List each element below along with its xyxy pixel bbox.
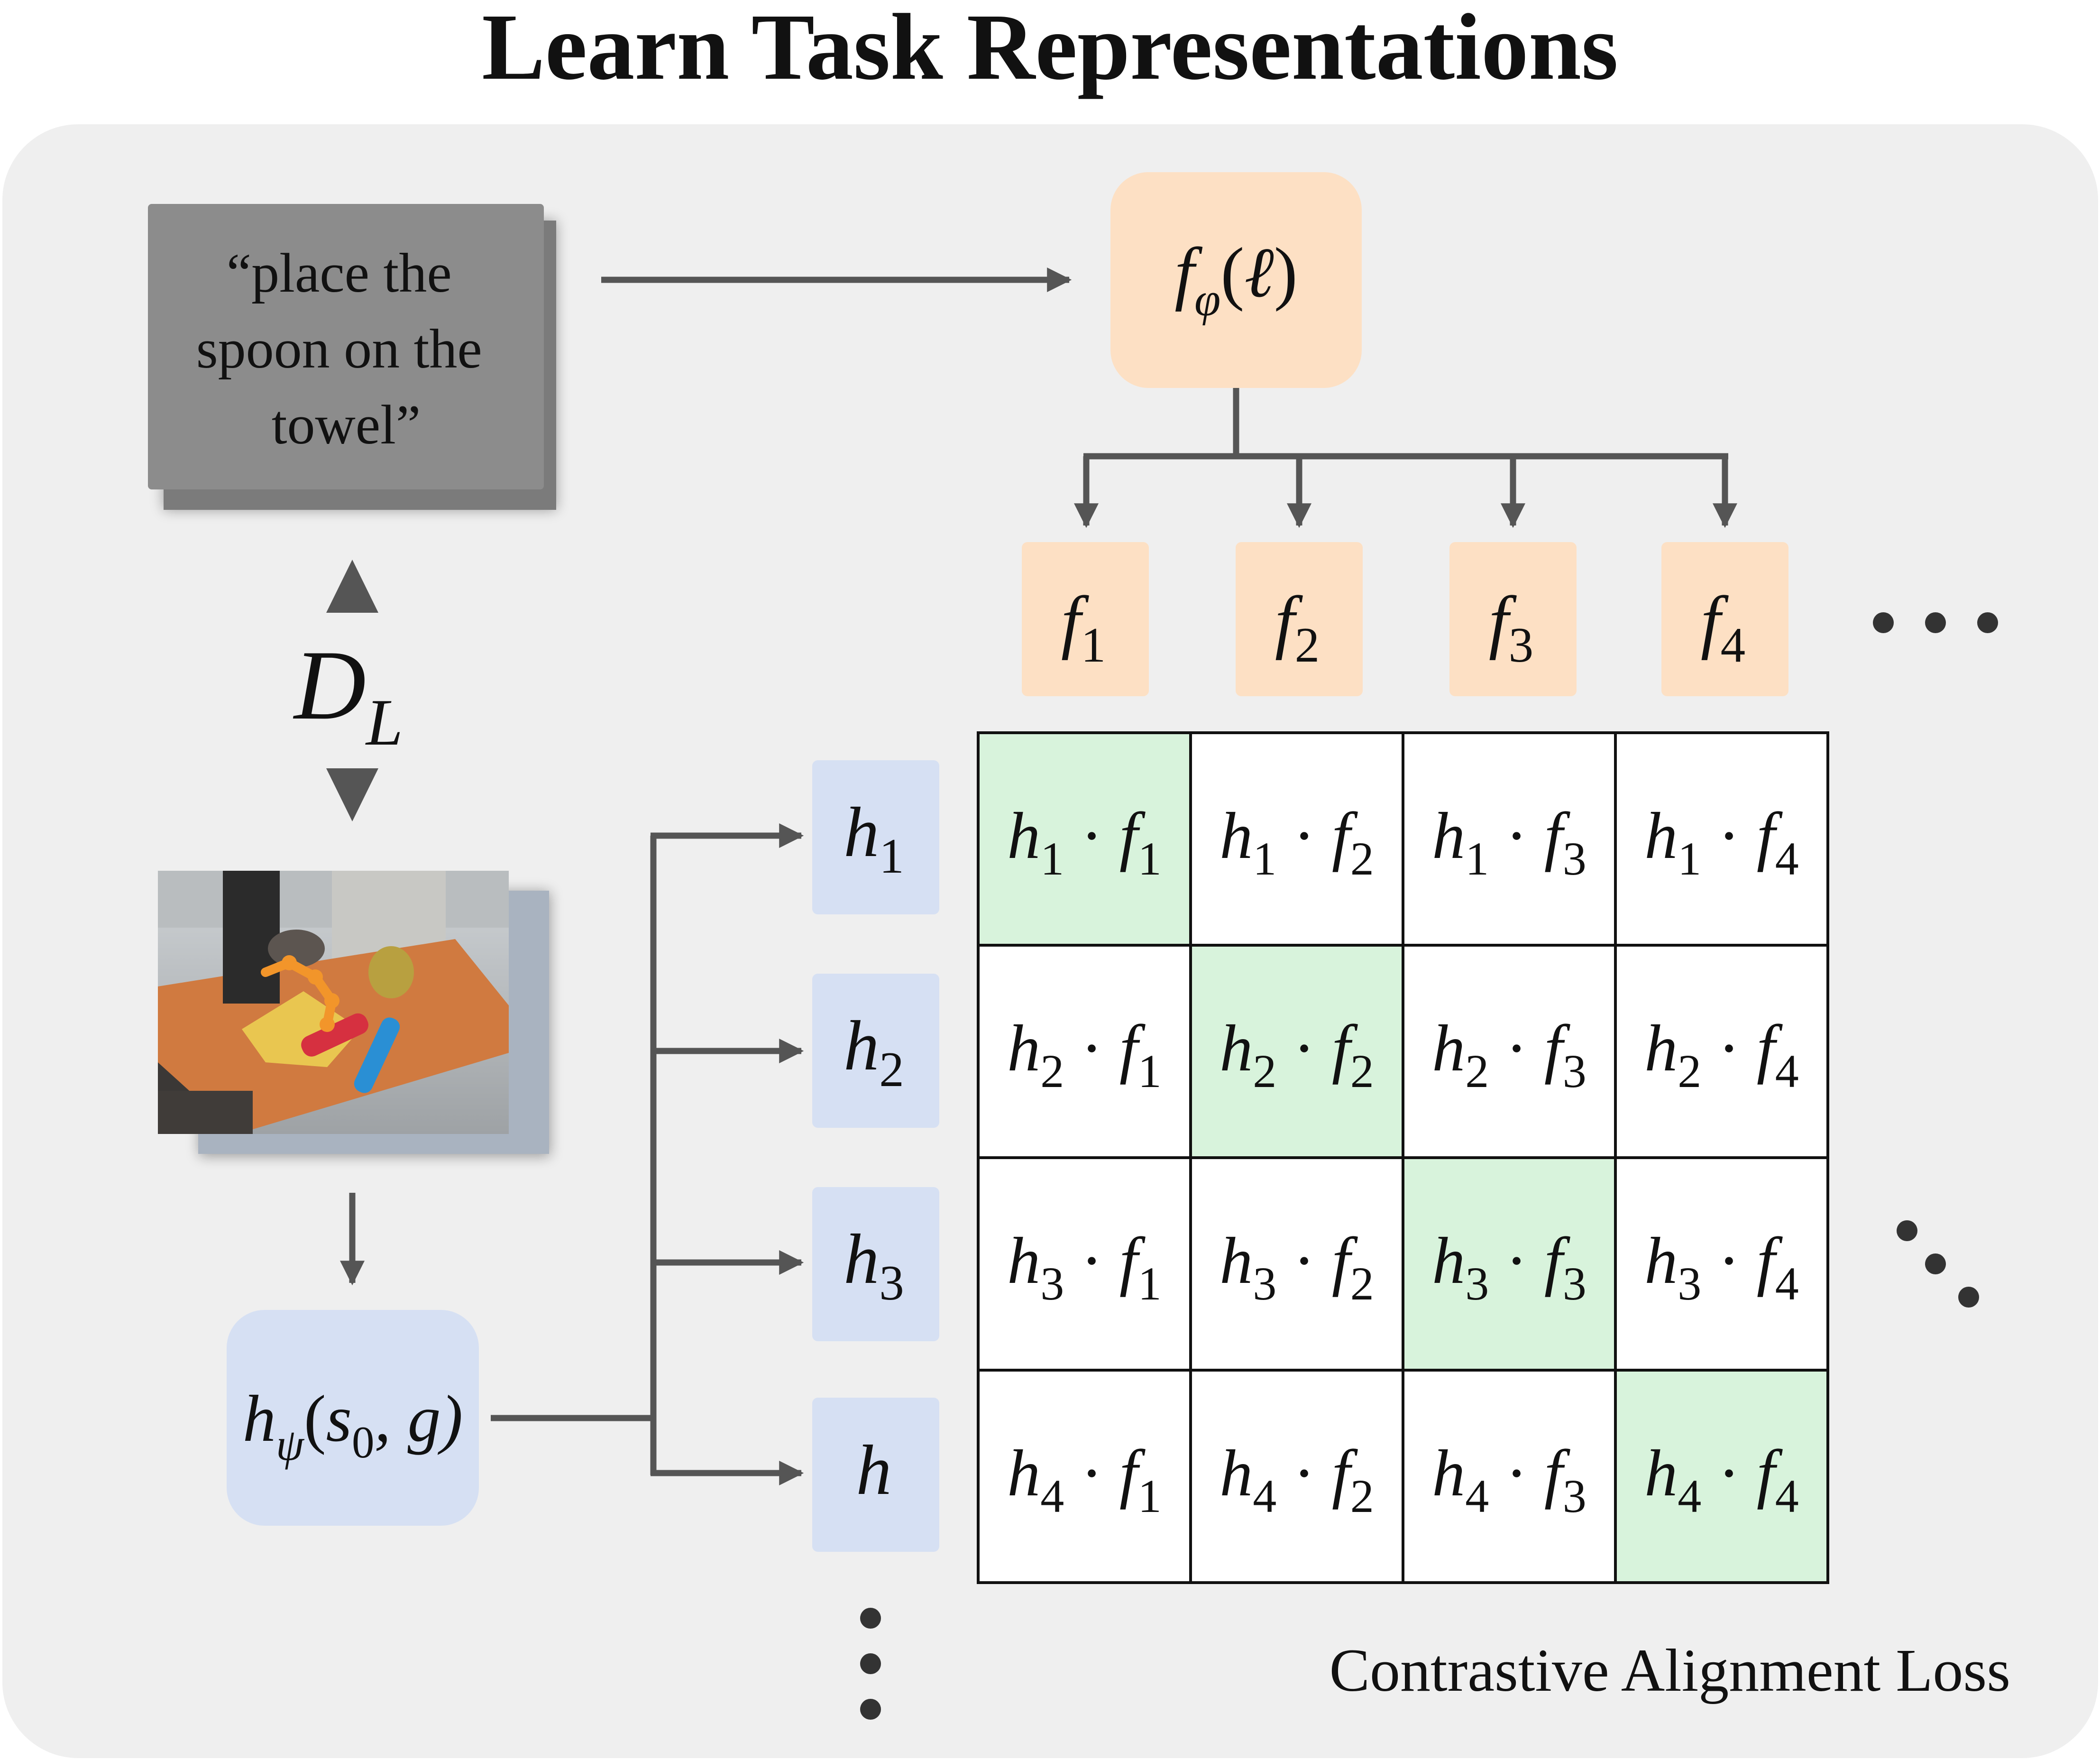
h-box-3: h3 bbox=[812, 1187, 939, 1341]
f-box-2: f2 bbox=[1236, 542, 1363, 696]
matrix-cell-label-3-1: h3 · f1 bbox=[1007, 1224, 1162, 1310]
svg-text:h: h bbox=[856, 1431, 892, 1510]
goal-encoder-func: h bbox=[243, 1382, 276, 1456]
matrix-cell-2-2: h2 · f2 bbox=[1189, 944, 1404, 1159]
matrix-cell-label-3-2: h3 · f2 bbox=[1220, 1224, 1374, 1310]
h-2-name: h bbox=[844, 1006, 879, 1085]
matrix-cell-4-4: h4 · f4 bbox=[1614, 1369, 1829, 1584]
f-3-sub: 3 bbox=[1509, 617, 1534, 673]
vertical-ellipsis bbox=[860, 1608, 881, 1720]
matrix-cell-4-3: h4 · f3 bbox=[1402, 1369, 1617, 1584]
f-4-sub: 4 bbox=[1721, 617, 1746, 673]
svg-text:hψ(s0, g): hψ(s0, g) bbox=[243, 1382, 463, 1470]
diagram-title: Learn Task Representations bbox=[482, 0, 1618, 100]
h-box-4: h bbox=[812, 1398, 939, 1552]
matrix-cell-1-4: h1 · f4 bbox=[1614, 731, 1829, 947]
h-box-1: h1 bbox=[812, 760, 939, 914]
matrix-cell-1-1: h1 · f1 bbox=[977, 731, 1192, 947]
svg-text:h1: h1 bbox=[844, 793, 904, 884]
lang-encoder-sub: φ bbox=[1194, 273, 1220, 326]
instruction-line-3: towel” bbox=[272, 394, 421, 456]
matrix-cell-3-4: h3 · f4 bbox=[1614, 1156, 1829, 1372]
lang-encoder-paren-open: ( bbox=[1220, 233, 1244, 312]
matrix-cell-label-3-4: h3 · f4 bbox=[1644, 1224, 1799, 1310]
dataset-subscript: L bbox=[365, 686, 403, 759]
matrix-cell-3-3: h3 · f3 bbox=[1402, 1156, 1617, 1372]
matrix-cell-1-2: h1 · f2 bbox=[1189, 731, 1404, 947]
robot-scene-image bbox=[158, 871, 550, 1156]
goal-branch-arrows bbox=[491, 823, 804, 1485]
svg-text:DL: DL bbox=[293, 630, 403, 759]
matrix-cell-3-2: h3 · f2 bbox=[1189, 1156, 1404, 1372]
dataset-link: DL bbox=[293, 560, 403, 821]
f-box-1: f1 bbox=[1022, 542, 1149, 696]
matrix-cell-label-4-4: h4 · f4 bbox=[1644, 1437, 1799, 1522]
diagonal-ellipsis bbox=[1897, 1220, 1979, 1308]
matrix-cell-label-3-3: h3 · f3 bbox=[1432, 1224, 1586, 1310]
goal-encoder-arg-s: s bbox=[326, 1382, 352, 1456]
dataset-symbol: D bbox=[293, 630, 366, 740]
matrix-cell-2-1: h2 · f1 bbox=[977, 944, 1192, 1159]
h-1-name: h bbox=[844, 793, 879, 872]
matrix-cell-2-3: h2 · f3 bbox=[1402, 944, 1617, 1159]
svg-text:fφ(ℓ): fφ(ℓ) bbox=[1174, 233, 1297, 326]
lang-encoder-paren-close: ) bbox=[1274, 233, 1298, 312]
horizontal-ellipsis bbox=[1873, 612, 1998, 633]
goal-encoder-arg-s-sub: 0 bbox=[352, 1417, 375, 1467]
f-box-3: f3 bbox=[1449, 542, 1577, 696]
goal-encoder-paren-open: ( bbox=[304, 1382, 326, 1456]
lang-encoder-arg: ℓ bbox=[1244, 233, 1274, 312]
instruction-line-2: spoon on the bbox=[196, 318, 482, 380]
language-encoder-box: fφ(ℓ) bbox=[1110, 172, 1362, 388]
up-arrow-icon bbox=[326, 560, 378, 613]
matrix-cell-label-1-4: h1 · f4 bbox=[1644, 799, 1799, 885]
h-box-2: h2 bbox=[812, 974, 939, 1128]
h-1-sub: 1 bbox=[879, 828, 904, 884]
encoder-branch-arrows bbox=[1074, 388, 1737, 528]
instruction-card: “place the spoon on the towel” bbox=[148, 204, 556, 510]
h-3-sub: 3 bbox=[879, 1255, 904, 1310]
matrix-cell-4-1: h4 · f1 bbox=[977, 1369, 1192, 1584]
matrix-cell-label-4-1: h4 · f1 bbox=[1007, 1437, 1162, 1522]
svg-text:h2: h2 bbox=[844, 1006, 904, 1097]
svg-text:h3: h3 bbox=[844, 1220, 904, 1310]
h-4-name: h bbox=[856, 1431, 892, 1510]
f-box-4: f4 bbox=[1661, 542, 1788, 696]
svg-text:“place the spoon on the: “place the spoon on the towel” bbox=[196, 242, 496, 456]
matrix-cell-4-2: h4 · f2 bbox=[1189, 1369, 1404, 1584]
loss-label: Contrastive Alignment Loss bbox=[1330, 1637, 2010, 1704]
matrix-cell-2-4: h2 · f4 bbox=[1614, 944, 1829, 1159]
down-arrow-icon bbox=[326, 768, 378, 821]
goal-encoder-arg-rest: , g) bbox=[375, 1382, 463, 1456]
matrix-cell-label-1-1: h1 · f1 bbox=[1007, 799, 1162, 885]
goal-encoder-sub: ψ bbox=[276, 1419, 305, 1470]
f-2-sub: 2 bbox=[1295, 617, 1320, 673]
h-2-sub: 2 bbox=[879, 1041, 904, 1097]
goal-encoder-box: hψ(s0, g) bbox=[227, 1310, 479, 1526]
matrix-cell-label-4-2: h4 · f2 bbox=[1220, 1437, 1374, 1522]
h-3-name: h bbox=[844, 1220, 879, 1299]
instruction-line-1: “place the bbox=[227, 242, 452, 304]
matrix-cell-3-1: h3 · f1 bbox=[977, 1156, 1192, 1372]
matrix-cell-label-2-3: h2 · f3 bbox=[1432, 1012, 1586, 1097]
matrix-cell-1-3: h1 · f3 bbox=[1402, 731, 1617, 947]
matrix-cell-label-2-2: h2 · f2 bbox=[1220, 1012, 1374, 1097]
matrix-cell-label-2-4: h2 · f4 bbox=[1644, 1012, 1799, 1097]
f-1-sub: 1 bbox=[1081, 617, 1106, 673]
